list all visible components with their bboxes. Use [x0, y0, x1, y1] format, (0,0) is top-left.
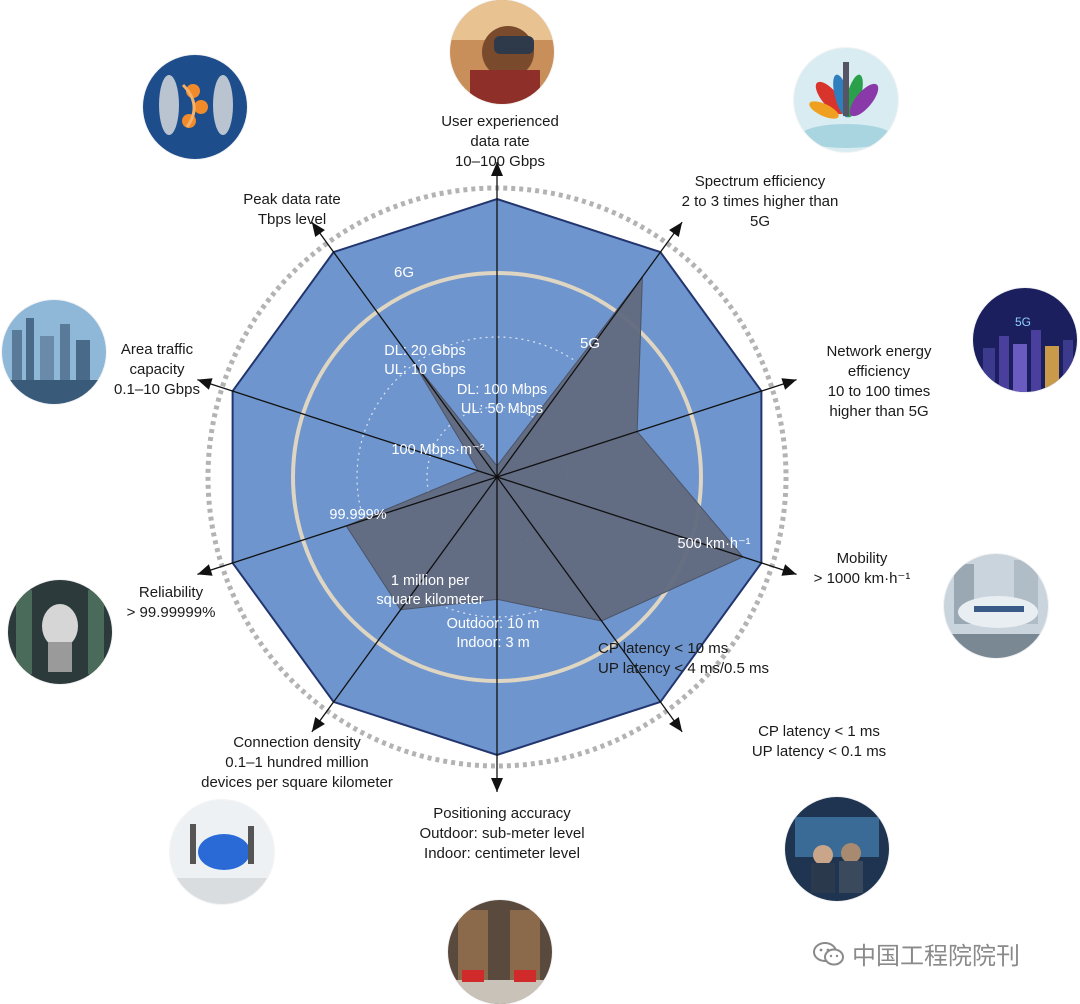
axis-line-traffic	[197, 379, 498, 478]
axis-line-energy	[496, 379, 797, 478]
label-6g: 6G	[393, 264, 414, 281]
axis-arrow-latency	[669, 716, 683, 732]
smart-city-photo-icon	[2, 300, 106, 404]
axis-line-spectrum	[496, 221, 683, 478]
axis-arrow-mobility	[781, 564, 797, 576]
warehouse-robots-photo-icon	[448, 900, 552, 1004]
label-reliability: Reliability> 99.99999%	[126, 584, 216, 621]
axis-arrow-traffic	[197, 378, 213, 390]
body-network-photo-icon	[143, 55, 247, 159]
blue-robot-photo-icon	[170, 800, 274, 904]
beam-antenna-photo-icon	[794, 48, 898, 152]
axis-line-reliability	[197, 476, 498, 575]
robot-arm-photo-icon	[8, 580, 112, 684]
hologram-meeting-photo-icon	[785, 797, 889, 901]
watermark: 中国工程院院刊	[812, 936, 1020, 971]
value-traffic-5g: 100 Mbps·m⁻²	[391, 442, 485, 458]
axis-arrow-spectrum	[669, 222, 683, 238]
watermark-text: 中国工程院院刊	[852, 943, 1020, 970]
axis-arrow-energy	[781, 378, 797, 390]
value-reliability-5g: 99.999%	[329, 507, 387, 523]
label-5g: 5G	[579, 335, 600, 352]
vr-headset-photo-icon	[450, 0, 554, 104]
svg-text:5G: 5G	[1015, 315, 1031, 329]
city-5g-photo-icon: 5G	[973, 288, 1077, 392]
wechat-icon	[813, 941, 844, 965]
axis-arrow-density	[311, 716, 325, 732]
axis-line-density	[311, 476, 498, 733]
value-mobility-5g: 500 km·h⁻¹	[677, 536, 751, 552]
label-mobility: Mobility> 1000 km·h⁻¹	[813, 550, 911, 587]
axis-arrow-peak	[311, 222, 325, 238]
axis-line-latency	[496, 476, 683, 733]
axis-line-peak	[311, 221, 498, 478]
maglev-train-photo-icon	[944, 554, 1048, 658]
axis-arrow-user-rate	[491, 162, 503, 176]
axis-line-mobility	[496, 476, 797, 575]
axis-arrow-reliability	[197, 564, 213, 576]
axis-arrow-positioning	[491, 778, 503, 792]
